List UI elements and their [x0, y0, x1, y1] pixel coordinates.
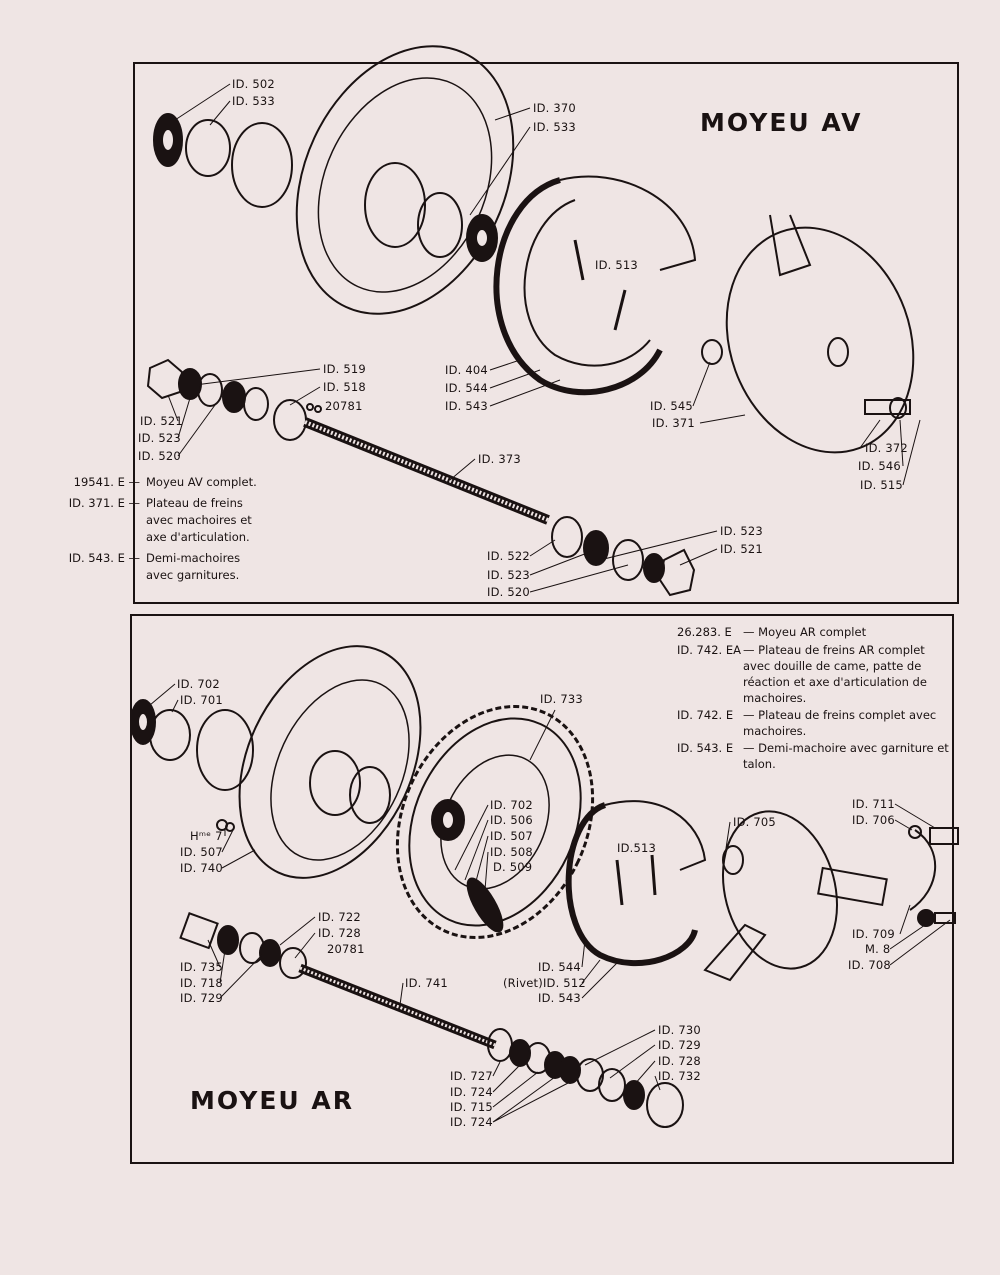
front-brake-plate-drawing	[701, 214, 915, 454]
note-row: ID. 371. E — Plateau de freins avec macho…	[40, 495, 286, 546]
part-label: ID. 735	[180, 960, 223, 974]
note-code: 19541. E —	[73, 475, 140, 489]
front-hub-title: MOYEU AV	[700, 108, 863, 137]
part-label: ID. 733	[540, 692, 583, 706]
part-label: ID. 702	[177, 677, 220, 691]
note-text: — Plateau de freins AR complet avec doui…	[743, 643, 927, 705]
part-label: ID. 513	[595, 258, 638, 272]
part-label: ID. 728	[318, 926, 361, 940]
front-axle-drawing	[146, 358, 696, 597]
part-label: ID. 741	[405, 976, 448, 990]
part-label: ID. 519	[323, 362, 366, 376]
part-label: ID. 545	[650, 399, 693, 413]
note-code: ID. 543. E	[677, 741, 734, 755]
note-text: Moyeu AV complet.	[146, 475, 257, 489]
note-row: 19541. E — Moyeu AV complet.	[40, 474, 286, 491]
part-label: ID. 722	[318, 910, 361, 924]
part-label: ID. 740	[180, 861, 223, 875]
part-label: ID. 701	[180, 693, 223, 707]
rear-sprocket-drawing	[395, 705, 595, 939]
part-label: ID. 508	[490, 845, 533, 859]
note-text: Demi-machoires avec garnitures.	[146, 551, 241, 582]
part-label: ID. 706	[852, 813, 895, 827]
front-brake-shoes-drawing	[493, 175, 697, 396]
front-hub-panel	[133, 62, 959, 604]
note-text: — Moyeu AR complet	[743, 625, 867, 639]
part-label: ID. 518	[323, 380, 366, 394]
front-hub-drawing	[153, 45, 515, 315]
note-code: ID. 742. E	[677, 708, 734, 722]
rear-hub-drawing	[130, 645, 422, 879]
rear-hub-notes: 26.283. E— Moyeu AR complet ID. 742. EA—…	[677, 624, 949, 773]
note-text: Plateau de freins avec machoires et axe …	[146, 496, 252, 544]
part-label: ID. 715	[450, 1100, 493, 1114]
rear-brake-shoes-drawing	[565, 800, 707, 967]
part-label: ID. 522	[487, 549, 530, 563]
note-code: ID. 543. E —	[68, 551, 140, 565]
part-label: ID. 520	[138, 449, 181, 463]
leader-lines	[149, 83, 951, 1123]
rear-axle-drawing	[179, 912, 684, 1128]
part-label: ID. 711	[852, 797, 895, 811]
part-label: ID. 533	[533, 120, 576, 134]
part-label: D. 509	[493, 860, 533, 874]
part-label: ID. 502	[232, 77, 275, 91]
part-label: 20781	[325, 399, 363, 413]
note-code: ID. 371. E —	[68, 496, 140, 510]
note-code: 26.283. E	[677, 625, 732, 639]
note-text: — Plateau de freins complet avec machoir…	[743, 708, 937, 738]
note-row: ID. 543. E — Demi-machoire avec garniture…	[677, 740, 949, 772]
part-label: ID. 544	[538, 960, 581, 974]
part-label: ID. 520	[487, 585, 530, 599]
part-label: ID. 543	[445, 399, 488, 413]
front-hub-notes: 19541. E — Moyeu AV complet. ID. 371. E —…	[40, 474, 286, 584]
part-label: ID. 373	[478, 452, 521, 466]
part-label: M. 8	[865, 942, 891, 956]
part-label: ID. 724	[450, 1085, 493, 1099]
rear-hub-panel	[130, 614, 954, 1164]
note-row: ID. 742. E — Plateau de freins complet av…	[677, 707, 949, 739]
part-label: ID. 515	[860, 478, 903, 492]
part-label: ID. 728	[658, 1054, 701, 1068]
note-row: ID. 742. EA— Plateau de freins AR comple…	[677, 642, 949, 706]
part-label: ID. 709	[852, 927, 895, 941]
part-label: ID. 507	[490, 829, 533, 843]
part-label: ID. 708	[848, 958, 891, 972]
note-row: ID. 543. E — Demi-machoires avec garnitur…	[40, 550, 286, 584]
part-label: ID. 543	[538, 991, 581, 1005]
part-label: Hᵐᵉ 7	[190, 829, 223, 843]
part-label: ID. 523	[720, 524, 763, 538]
rear-hub-title: MOYEU AR	[190, 1086, 355, 1115]
part-label: ID. 727	[450, 1069, 493, 1083]
part-label: (Rivet)ID. 512	[503, 976, 586, 990]
note-row: 26.283. E — Moyeu AR complet	[677, 624, 949, 641]
part-label: ID. 372	[865, 441, 908, 455]
part-label: ID. 507	[180, 845, 223, 859]
part-label: ID. 523	[487, 568, 530, 582]
part-label: ID. 729	[658, 1038, 701, 1052]
part-label: ID. 523	[138, 431, 181, 445]
part-label: ID. 521	[720, 542, 763, 556]
part-label: ID. 370	[533, 101, 576, 115]
part-label: ID. 718	[180, 976, 223, 990]
part-label: ID. 544	[445, 381, 488, 395]
part-label: ID. 533	[232, 94, 275, 108]
part-label: ID. 724	[450, 1115, 493, 1129]
note-text: — Demi-machoire avec garniture et talon.	[743, 741, 949, 771]
part-label: ID. 506	[490, 813, 533, 827]
part-label: ID. 732	[658, 1069, 701, 1083]
part-label: ID. 702	[490, 798, 533, 812]
part-label: ID. 730	[658, 1023, 701, 1037]
part-label: ID. 521	[140, 414, 183, 428]
note-code: ID. 742. EA	[677, 643, 741, 657]
part-label: ID. 546	[858, 459, 901, 473]
part-label: ID. 404	[445, 363, 488, 377]
rear-brake-plate-drawing	[703, 810, 959, 982]
part-label: 20781	[327, 942, 365, 956]
part-label: ID.513	[617, 841, 657, 855]
part-label: ID. 705	[733, 815, 776, 829]
part-label: ID. 729	[180, 991, 223, 1005]
part-label: ID. 371	[652, 416, 695, 430]
